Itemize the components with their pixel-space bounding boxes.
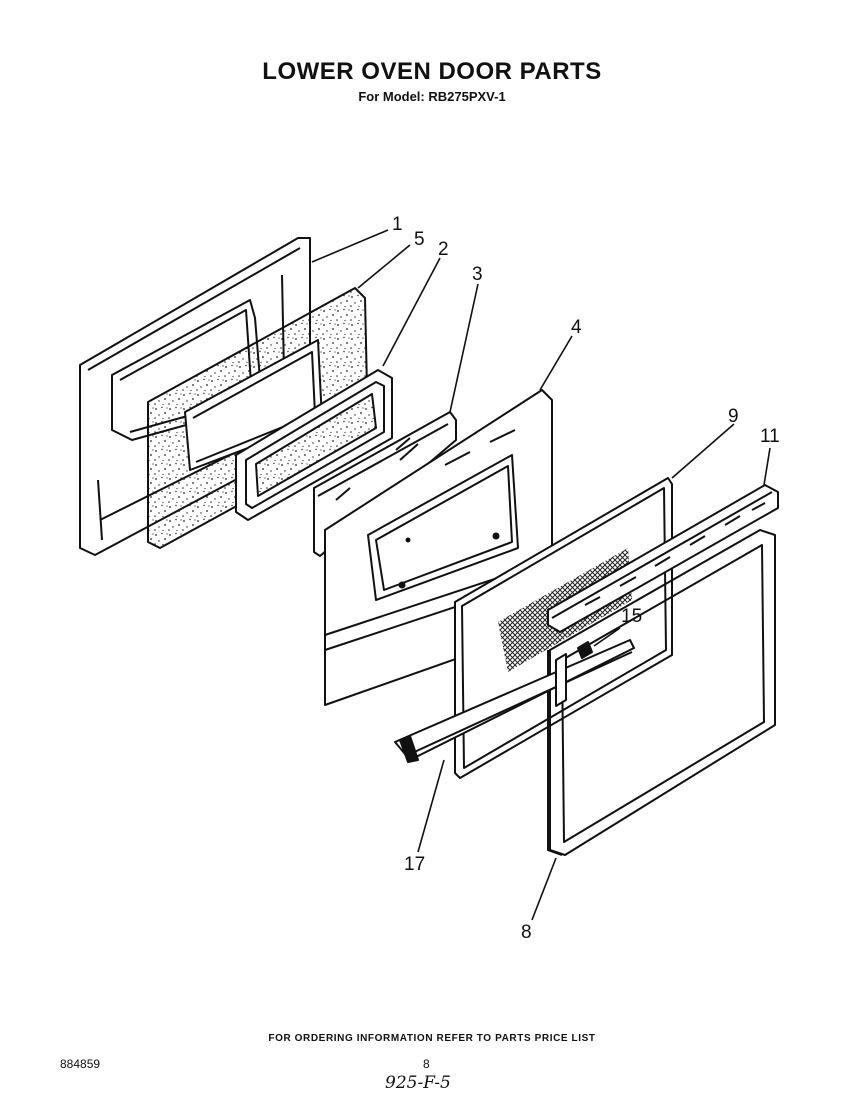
handwritten-code: 925-F-5: [385, 1073, 451, 1093]
callout-3: 3: [472, 264, 483, 285]
callout-8: 8: [521, 922, 532, 943]
leader-lines: [311, 229, 771, 921]
callout-2: 2: [438, 239, 449, 260]
callout-11: 11: [760, 426, 780, 447]
page-number: 8: [423, 1057, 430, 1071]
door-trim-frame: [547, 529, 776, 856]
ordering-note: FOR ORDERING INFORMATION REFER TO PARTS …: [268, 1033, 596, 1044]
callout-17: 17: [404, 854, 425, 875]
callout-1: 1: [392, 214, 403, 235]
callout-4: 4: [571, 317, 582, 338]
document-number: 884859: [60, 1057, 101, 1071]
insulation-pad: [147, 287, 369, 549]
model-subtitle: For Model: RB275PXV-1: [358, 89, 506, 104]
top-vent-trim: [547, 484, 779, 633]
window-gasket: [235, 369, 393, 521]
callout-5: 5: [414, 229, 425, 250]
callout-15: 15: [621, 606, 642, 627]
handle-bracket: [555, 641, 593, 707]
callout-9: 9: [728, 406, 739, 427]
page-title: LOWER OVEN DOOR PARTS: [262, 58, 602, 85]
door-handle: [394, 639, 635, 763]
